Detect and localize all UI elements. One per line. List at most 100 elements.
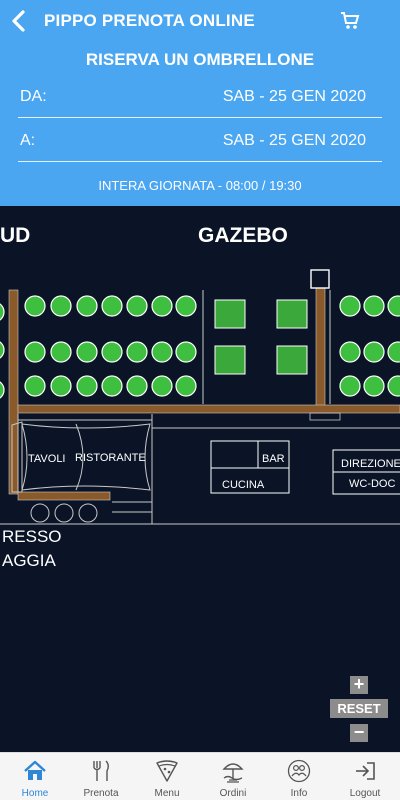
chevron-left-icon — [12, 10, 25, 32]
umbrella-spot-12[interactable] — [50, 341, 72, 363]
umbrella-spot-33[interactable] — [0, 380, 5, 400]
pizza-slice-icon — [156, 760, 178, 782]
umbrella-spot-31[interactable] — [0, 302, 5, 322]
umbrella-spot-23[interactable] — [76, 375, 98, 397]
booking-heading: RISERVA UN OMBRELLONE — [85, 50, 315, 69]
umbrella-spot-16[interactable] — [151, 341, 173, 363]
umbrella-spot-19[interactable] — [363, 341, 385, 363]
umbrella-spot-21[interactable] — [24, 375, 46, 397]
app-header: PIPPO PRENOTA ONLINE — [0, 0, 400, 44]
back-button[interactable] — [8, 8, 30, 34]
umbrella-spot-7[interactable] — [175, 295, 197, 317]
map-label-direzione: DIREZIONE — [341, 458, 400, 470]
umbrella-grid[interactable] — [0, 295, 400, 400]
umbrella-spot-8[interactable] — [339, 295, 361, 317]
tent-seam — [75, 423, 84, 491]
tab-menu-label: Menu — [154, 788, 180, 799]
entrance-circle-1 — [30, 503, 50, 523]
umbrella-spot-25[interactable] — [126, 375, 148, 397]
walkway-right — [315, 287, 326, 409]
restaurant-tent — [21, 423, 151, 491]
umbrella-spot-5[interactable] — [126, 295, 148, 317]
umbrella-spot-24[interactable] — [101, 375, 123, 397]
tab-logout-label: Logout — [349, 788, 381, 799]
umbrella-spot-6[interactable] — [151, 295, 173, 317]
walkway-left — [8, 289, 19, 495]
map-label-tavoli: TAVOLI — [28, 453, 66, 465]
umbrella-spot-10[interactable] — [387, 295, 400, 317]
map-label-spiaggia: AGGIA — [2, 551, 57, 570]
gazebo-3[interactable] — [214, 345, 246, 375]
umbrella-spot-14[interactable] — [101, 341, 123, 363]
tab-menu[interactable]: Menu — [134, 753, 200, 800]
umbrella-spot-13[interactable] — [76, 341, 98, 363]
booking-panel: RISERVA UN OMBRELLONE DA: SAB - 25 GEN 2… — [0, 44, 400, 206]
umbrella-spot-20[interactable] — [387, 341, 400, 363]
umbrella-spot-26[interactable] — [151, 375, 173, 397]
zoom-reset-button[interactable]: RESET — [330, 699, 388, 718]
beach-map-canvas[interactable]: UD GAZEBO TAVOLI RISTORANTE — [0, 206, 400, 752]
date-from-row[interactable]: DA: SAB - 25 GEN 2020 — [18, 78, 382, 118]
cart-icon — [341, 12, 360, 29]
umbrella-spot-30[interactable] — [387, 375, 400, 397]
umbrella-spot-18[interactable] — [339, 341, 361, 363]
umbrella-spot-27[interactable] — [175, 375, 197, 397]
tent-left — [11, 421, 23, 493]
logout-icon — [356, 762, 375, 780]
bar-kitchen-block — [210, 440, 290, 494]
map-label-bar: BAR — [262, 453, 285, 465]
walkway-horizontal — [17, 404, 400, 414]
umbrella-spot-2[interactable] — [50, 295, 72, 317]
umbrella-spot-3[interactable] — [76, 295, 98, 317]
bottom-tab-bar: Home Prenota Menu Ordini Info — [0, 752, 400, 800]
umbrella-spot-4[interactable] — [101, 295, 123, 317]
lifeguard-box — [310, 269, 330, 289]
zoom-in-button[interactable]: + — [350, 675, 368, 694]
tab-prenota[interactable]: Prenota — [68, 753, 134, 800]
tab-ordini-label: Ordini — [219, 788, 247, 799]
map-label-wc: WC-DOC — [349, 478, 395, 490]
umbrella-spot-15[interactable] — [126, 341, 148, 363]
beach-umbrella-icon — [222, 763, 244, 783]
umbrella-spot-29[interactable] — [363, 375, 385, 397]
tab-logout[interactable]: Logout — [332, 753, 398, 800]
tab-home[interactable]: Home — [2, 753, 68, 800]
tab-home-label: Home — [21, 788, 49, 799]
date-to-label: A: — [20, 132, 36, 149]
date-from-label: DA: — [20, 88, 47, 105]
gazebo-1[interactable] — [214, 299, 246, 329]
tab-info[interactable]: Info — [266, 753, 332, 800]
umbrella-spot-9[interactable] — [363, 295, 385, 317]
people-icon — [287, 759, 311, 783]
time-slot[interactable]: INTERA GIORNATA - 08:00 / 19:30 — [98, 178, 302, 193]
tab-info-label: Info — [290, 788, 308, 799]
home-icon — [24, 760, 46, 780]
umbrella-spot-1[interactable] — [24, 295, 46, 317]
entrance-circle-2 — [54, 503, 74, 523]
umbrella-spot-17[interactable] — [175, 341, 197, 363]
beach-map[interactable]: UD GAZEBO TAVOLI RISTORANTE — [0, 206, 400, 752]
tab-ordini[interactable]: Ordini — [200, 753, 266, 800]
cart-button[interactable] — [340, 10, 360, 32]
walkway-bottom — [17, 491, 111, 501]
cutlery-icon — [93, 760, 109, 781]
umbrella-spot-11[interactable] — [24, 341, 46, 363]
map-label-cucina: CUCINA — [222, 479, 265, 491]
date-to-row[interactable]: A: SAB - 25 GEN 2020 — [18, 122, 382, 162]
app-title: PIPPO PRENOTA ONLINE — [44, 11, 255, 30]
umbrella-spot-28[interactable] — [339, 375, 361, 397]
map-label-ristorante: RISTORANTE — [75, 452, 146, 464]
gazebo-4[interactable] — [276, 345, 308, 375]
map-label-gazebo: GAZEBO — [198, 224, 288, 247]
umbrella-spot-32[interactable] — [0, 340, 5, 360]
zoom-out-button[interactable]: − — [350, 723, 368, 742]
map-label-ingresso: RESSO — [2, 527, 62, 546]
date-from-value[interactable]: SAB - 25 GEN 2020 — [222, 88, 366, 105]
stairs-right — [309, 412, 341, 421]
tab-prenota-label: Prenota — [83, 788, 119, 799]
entrance-circle-3 — [78, 503, 98, 523]
date-to-value[interactable]: SAB - 25 GEN 2020 — [222, 132, 366, 149]
umbrella-spot-22[interactable] — [50, 375, 72, 397]
map-label-sud: UD — [0, 224, 30, 247]
gazebo-2[interactable] — [276, 299, 308, 329]
